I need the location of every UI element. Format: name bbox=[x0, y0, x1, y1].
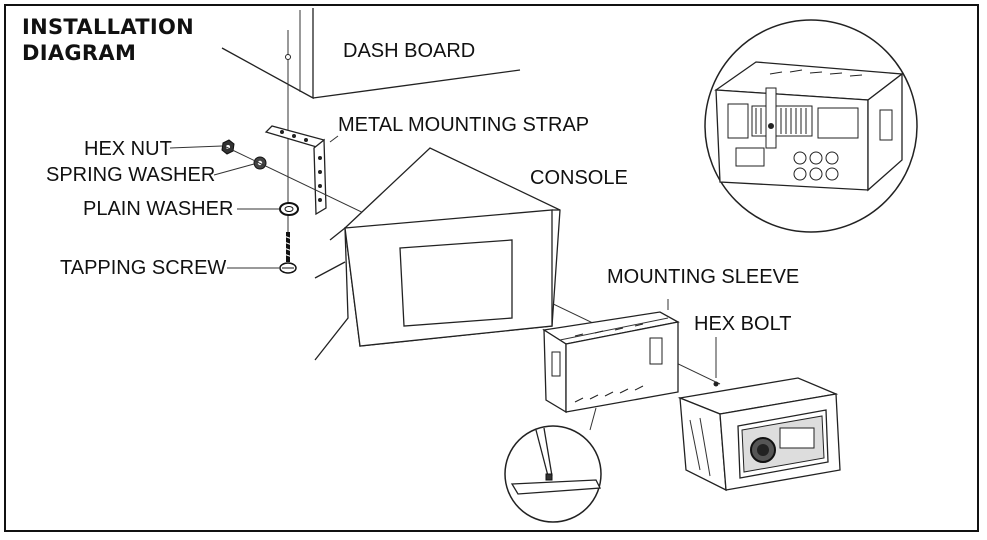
label-spring-washer: SPRING WASHER bbox=[46, 164, 216, 186]
plain-washer-icon bbox=[279, 202, 299, 216]
label-mounting-sleeve: MOUNTING SLEEVE bbox=[607, 266, 800, 288]
hex-nut-icon bbox=[221, 139, 235, 155]
title-line-2: DIAGRAM bbox=[22, 41, 137, 65]
label-dash-board: DASH BOARD bbox=[343, 40, 476, 62]
rear-view-inset bbox=[704, 19, 918, 233]
mounting-sleeve-shape bbox=[542, 311, 680, 431]
screwdriver-detail-inset bbox=[504, 425, 602, 523]
head-unit-radio bbox=[677, 377, 841, 492]
label-console: CONSOLE bbox=[530, 167, 628, 189]
metal-mounting-strap bbox=[264, 125, 327, 216]
label-metal-mounting-strap: METAL MOUNTING STRAP bbox=[338, 114, 590, 136]
label-hex-bolt: HEX BOLT bbox=[694, 313, 792, 335]
label-hex-nut: HEX NUT bbox=[84, 138, 172, 160]
label-plain-washer: PLAIN WASHER bbox=[83, 198, 234, 220]
label-tapping-screw: TAPPING SCREW bbox=[60, 257, 227, 279]
console-shape bbox=[314, 147, 561, 361]
diagram-title: INSTALLATION DIAGRAM bbox=[22, 14, 194, 66]
leader-lines bbox=[169, 135, 717, 378]
dash-hole bbox=[285, 54, 291, 60]
title-line-1: INSTALLATION bbox=[22, 15, 195, 39]
dash-board-shape bbox=[221, 8, 521, 100]
tapping-screw-icon bbox=[279, 232, 297, 274]
